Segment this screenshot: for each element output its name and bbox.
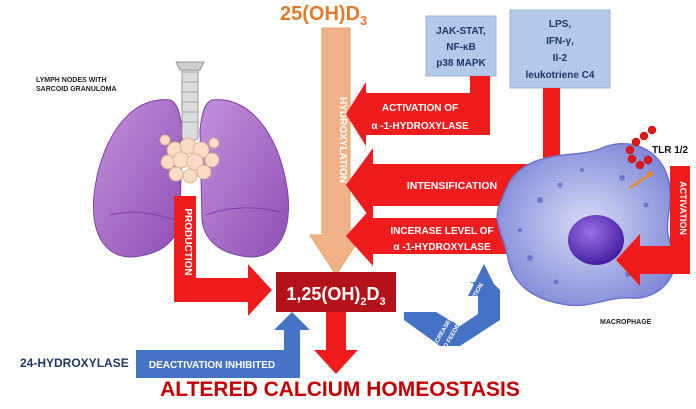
pathway-line-3: p38 MAPK [436,58,486,69]
deactivation-label: DEACTIVATION INHIBITED [149,360,275,371]
pathway-line-1: JAK-STAT, [436,26,486,37]
lungs-illustration [92,61,290,258]
production-arrow [174,196,272,316]
tlr-activation-label: ACTIVATION [678,181,688,235]
hydroxylation-label: HYDROXYLATION [337,97,348,183]
feedback-arrow [404,264,500,346]
precursor-title: 25(OH)D3 [280,3,367,28]
lymph-label-line-2: SARCOID GRANULOMA [36,86,117,93]
macrophage-illustration [496,143,677,307]
tlr-ligand-beads [625,125,657,170]
activation-arrow-line-1: ACTIVATION OF [382,103,458,114]
stimuli-line-2: IFN-γ, [546,36,574,47]
trachea [181,61,199,141]
production-label: PRODUCTION [182,208,193,275]
right-lung [199,99,290,258]
larynx [175,61,205,71]
tlr-activation-arrow [616,166,690,286]
pathway-box [425,15,497,77]
increase-level-arrow [346,206,512,266]
product-formula: 1,25(OH)2D3 [286,284,385,308]
pathway-line-2: NF-κB [446,42,475,53]
outcome-arrow [314,312,358,374]
stimuli-line-1: LPS, [549,19,571,30]
macrophage-nucleus [568,215,624,265]
stimuli-line-3: Il-2 [553,53,568,64]
granuloma-nodes [159,134,220,184]
deactivation-arrow [136,312,310,378]
hydroxylation-arrow [309,27,363,276]
enzyme-label: 24-HYDROXYLASE [20,356,129,370]
stimuli-line-4: leukotriene C4 [526,70,595,81]
outcome-label: ALTERED CALCIUM HOMEOSTASIS [160,378,520,401]
activation-arrow-line-2: α -1-HYDROXYLASE [371,121,469,132]
increase-arrow-line-2: α -1-HYDROXYLASE [393,242,491,253]
macrophage-label: MACROPHAGE [600,319,652,326]
increase-arrow-line-1: INCERASE LEVEL OF [390,226,493,237]
intensification-label: INTENSIFICATION [407,180,497,192]
product-box [276,272,396,312]
tlr-label: TLR 1/2 [652,145,689,156]
lymph-label-line-1: LYMPH NODES WITH [36,77,107,84]
left-lung [92,99,183,258]
activation-arrow [346,76,490,146]
